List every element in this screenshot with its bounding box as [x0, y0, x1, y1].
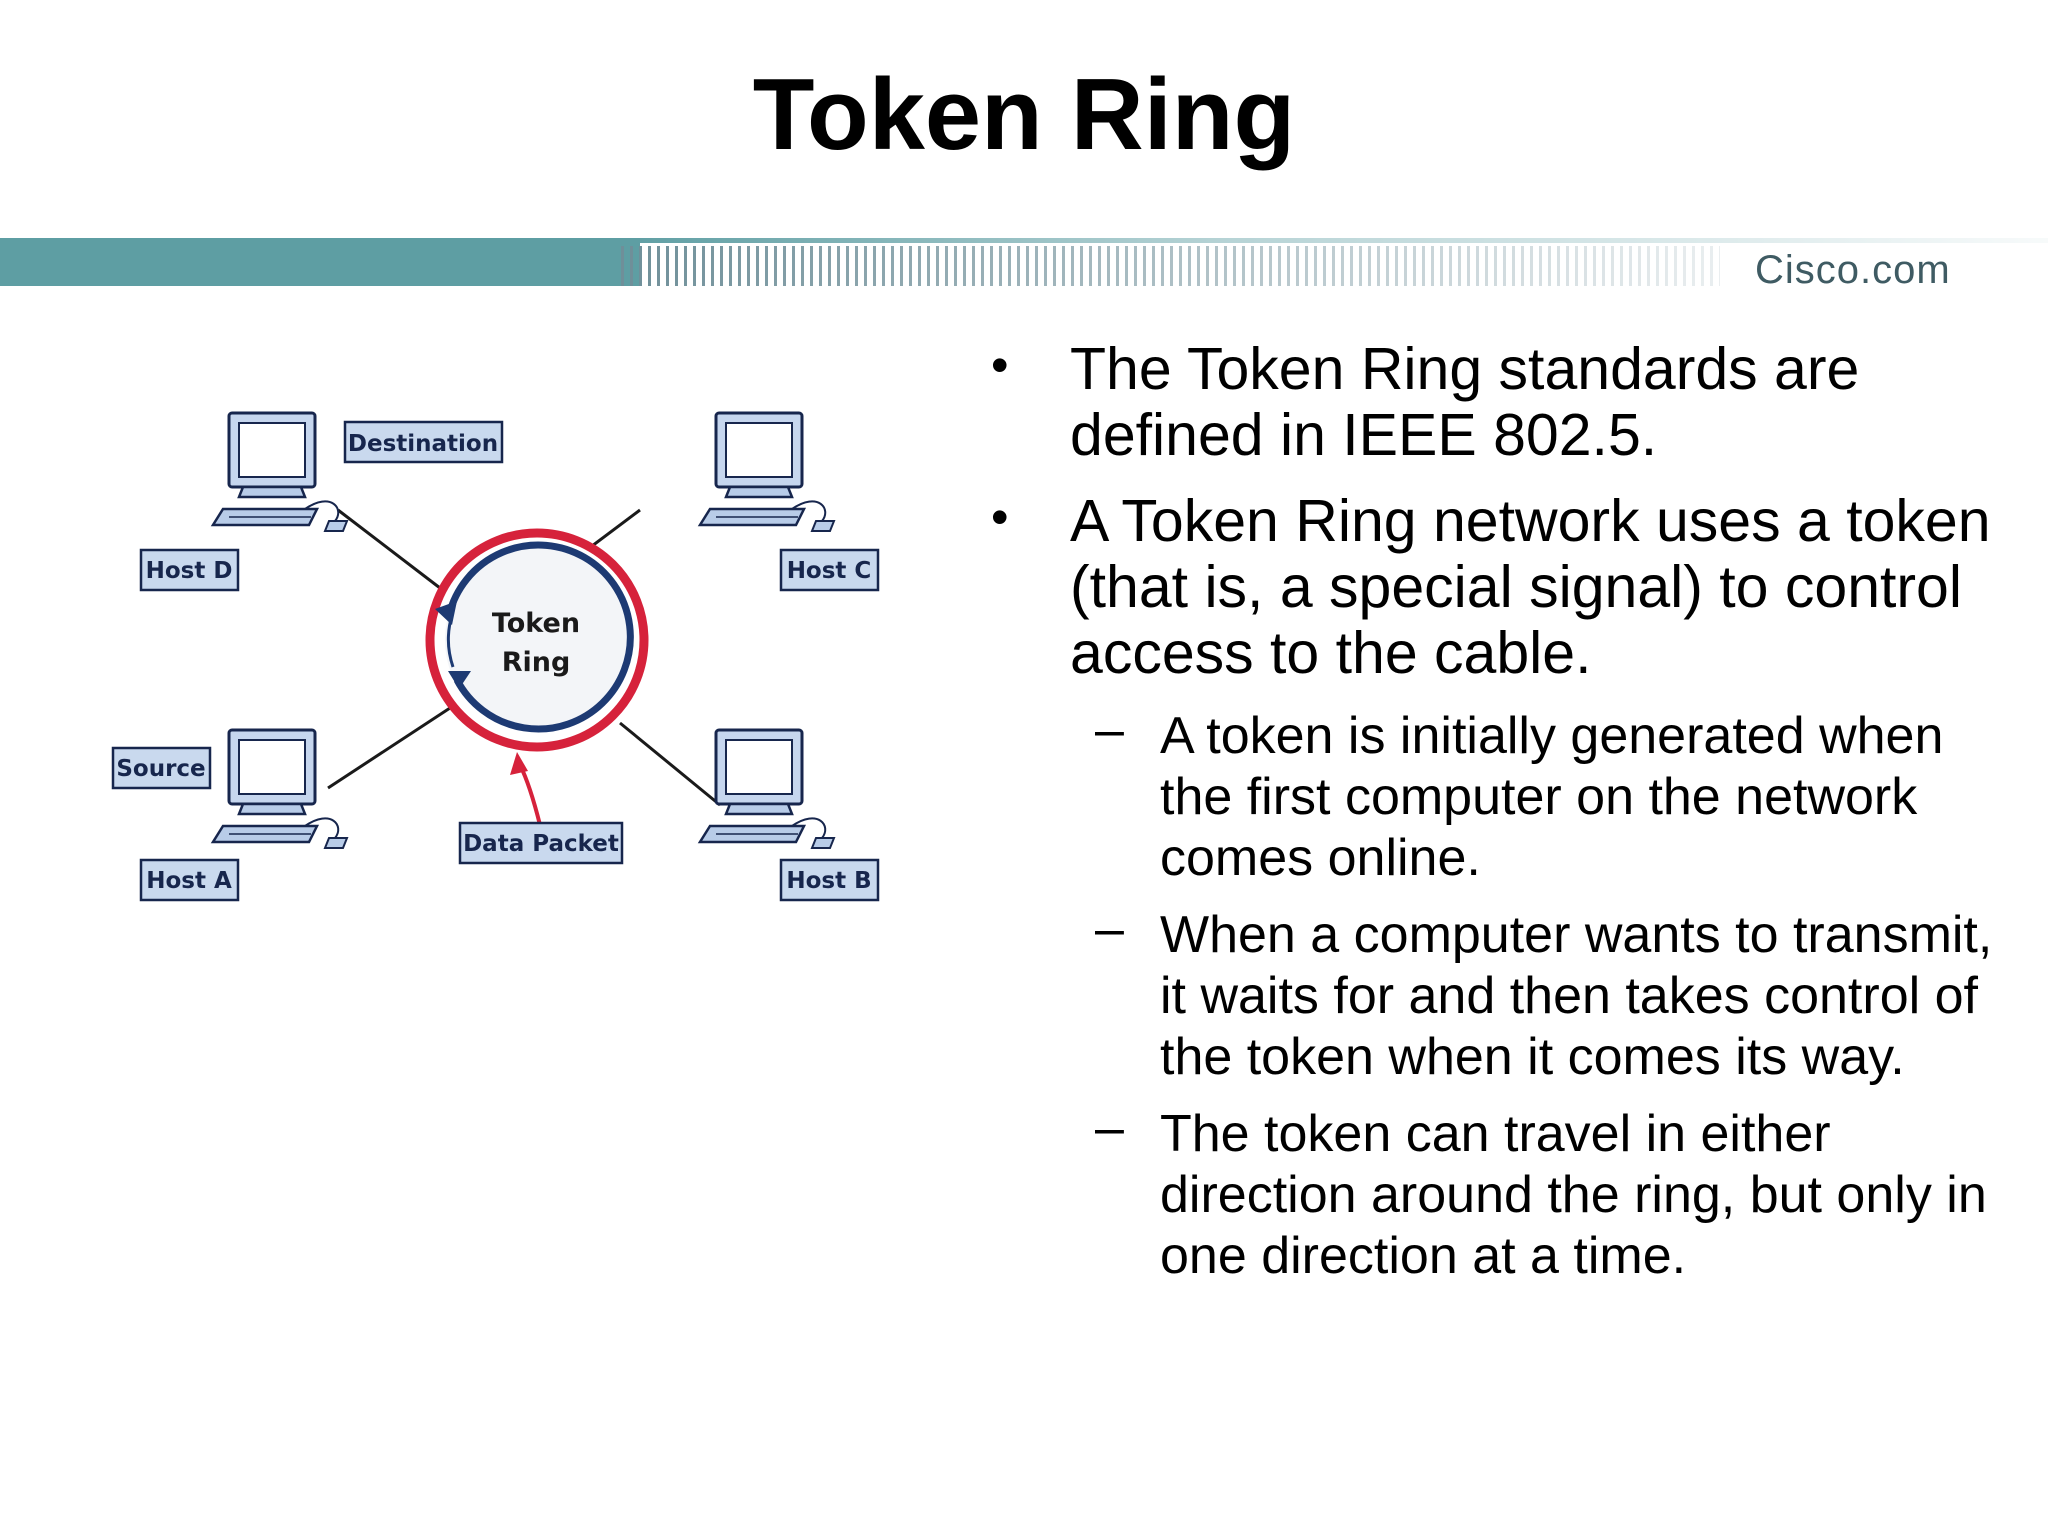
dash-marker: –	[1095, 1099, 1124, 1157]
link-host-d	[337, 508, 441, 590]
sub-bullet-text: When a computer wants to transmit, it wa…	[1160, 906, 1993, 1086]
token-ring-icon	[425, 528, 649, 752]
bullet-text: A Token Ring network uses a token (that …	[1070, 488, 1991, 686]
host-b-computer-icon	[698, 728, 836, 850]
data-packet-arrow-icon	[510, 752, 542, 826]
label-host-c: Host C	[787, 558, 872, 584]
sub-bullet-item: – The token can travel in either directi…	[985, 1099, 2005, 1287]
sub-bullet-text: The token can travel in either direction…	[1160, 1105, 1987, 1285]
slide-title: Token Ring	[752, 59, 1296, 171]
bullet-item: • A Token Ring network uses a token (tha…	[985, 488, 2005, 686]
dash-marker: –	[1095, 701, 1124, 759]
label-data-packet: Data Packet	[463, 831, 619, 857]
link-host-a	[327, 706, 451, 790]
bullet-marker: •	[991, 337, 1009, 393]
ring-label-line1: Token	[492, 608, 580, 639]
bullet-text: The Token Ring standards are defined in …	[1070, 336, 1860, 468]
label-host-a: Host A	[146, 868, 232, 894]
label-source: Source	[116, 756, 205, 782]
token-ring-diagram: Token Ring Destination Host D Host C Sou…	[111, 411, 880, 902]
host-a-computer-icon	[211, 728, 349, 850]
bullet-item: • The Token Ring standards are defined i…	[985, 336, 2005, 468]
cisco-brand-logo: Cisco.com	[1755, 248, 1951, 292]
label-host-d: Host D	[146, 558, 233, 584]
link-host-b	[619, 721, 721, 807]
header-band	[0, 238, 2048, 286]
host-d-computer-icon	[211, 411, 349, 533]
ring-label-line2: Ring	[502, 647, 571, 678]
bullet-list: • The Token Ring standards are defined i…	[985, 336, 2005, 1303]
sub-bullet-item: – When a computer wants to transmit, it …	[985, 900, 2005, 1088]
sub-bullet-text: A token is initially generated when the …	[1160, 707, 1944, 887]
bullet-marker: •	[991, 489, 1009, 545]
label-host-b: Host B	[786, 868, 871, 894]
host-c-computer-icon	[698, 411, 836, 533]
label-destination: Destination	[348, 431, 498, 457]
dash-marker: –	[1095, 900, 1124, 958]
sub-bullet-item: – A token is initially generated when th…	[985, 701, 2005, 889]
